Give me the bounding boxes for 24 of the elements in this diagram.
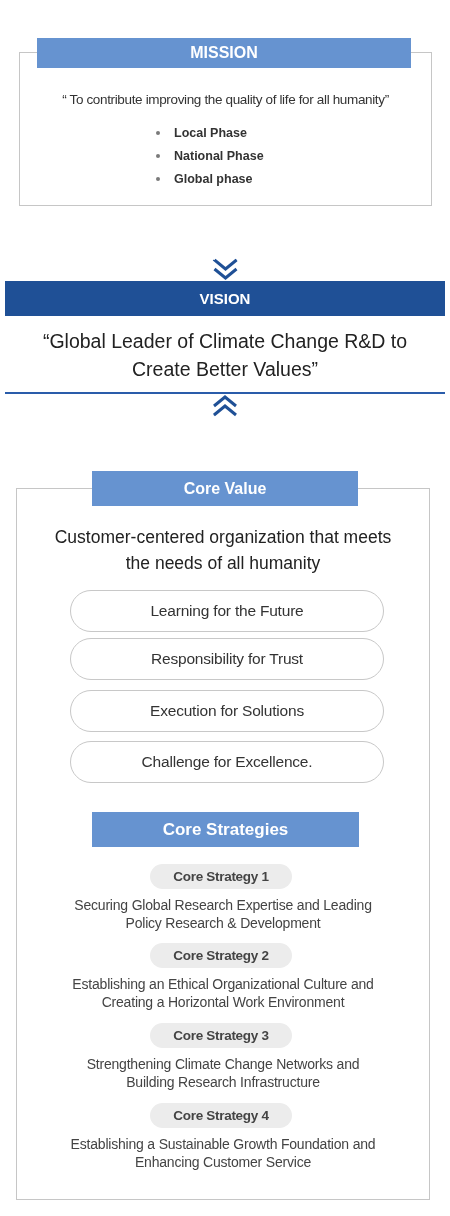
- header-band: Core Value: [92, 471, 358, 506]
- description-text: Securing Global Research Expertise and Leading Policy Research & Development: [73, 896, 373, 932]
- mission-panel: [19, 38, 432, 206]
- value-pill: Execution for Solutions: [70, 690, 384, 732]
- value-pill: Responsibility for Trust: [70, 638, 384, 680]
- list-item-text: Global phase: [174, 171, 253, 186]
- strategy-tag: Core Strategy 2: [150, 943, 292, 968]
- list-item-text: Local Phase: [174, 125, 247, 140]
- header-band: VISION: [5, 281, 445, 316]
- value-pill: Learning for the Future: [70, 590, 384, 632]
- strategy-tag: Core Strategy 1: [150, 864, 292, 889]
- description-text: Establishing an Ethical Organizational Culture and Creating a Horizontal Work Environment: [71, 975, 375, 1011]
- value-pill: Challenge for Excellence.: [70, 741, 384, 783]
- quote-text: “Global Leader of Climate Change R&D to Create Better Values”: [41, 329, 409, 382]
- quote-text: “ To contribute improving the quality of life for all humanity”: [61, 92, 390, 107]
- header-band: MISSION: [37, 38, 411, 68]
- statement-text: Customer-centered organization that meets the needs of all humanity: [53, 526, 393, 575]
- header-band: Core Strategies: [92, 812, 359, 847]
- vision-panel: [5, 281, 445, 394]
- description-text: Strengthening Climate Change Networks and Building Research Infrastructure: [85, 1055, 361, 1091]
- list-item-text: National Phase: [174, 148, 264, 163]
- strategy-tag: Core Strategy 4: [150, 1103, 292, 1128]
- strategy-tag: Core Strategy 3: [150, 1023, 292, 1048]
- description-text: Establishing a Sustainable Growth Foundation and Enhancing Customer Service: [69, 1135, 377, 1171]
